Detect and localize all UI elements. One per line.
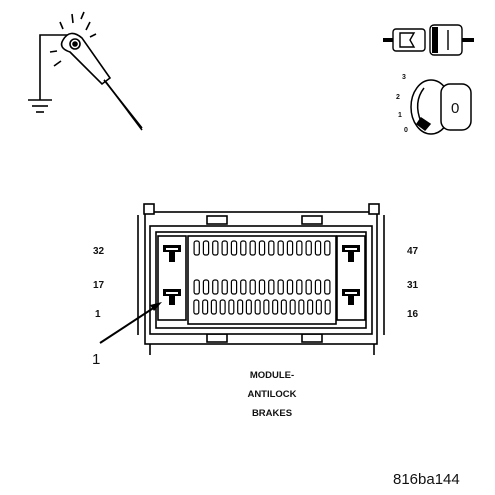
callout-leader xyxy=(99,302,162,344)
pin-cavity xyxy=(193,299,200,315)
pin-label-1: 1 xyxy=(95,309,101,320)
pin-cavity xyxy=(258,279,266,295)
ignition-key-icon xyxy=(410,79,472,135)
pin-cavity xyxy=(324,279,331,295)
pin-cavity xyxy=(221,240,228,256)
ignition-position-2: 2 xyxy=(396,94,400,101)
pin-cavity xyxy=(263,299,270,315)
ignition-position-0: 0 xyxy=(404,127,408,134)
pin-cavity xyxy=(298,299,305,315)
pin-cavity xyxy=(237,299,244,315)
pin-cavity xyxy=(240,240,247,256)
pin-label-16: 16 xyxy=(407,309,419,320)
pin-cavity xyxy=(221,279,228,295)
pin-label-17: 17 xyxy=(93,280,105,291)
pin-cavity xyxy=(324,299,331,315)
pin-cavity xyxy=(277,240,284,256)
pin-cavity xyxy=(202,279,210,295)
pin-cavity xyxy=(240,279,247,295)
pin-cavity xyxy=(324,240,331,256)
connector-disconnect-icon xyxy=(383,24,474,56)
pin-label-32: 32 xyxy=(93,246,105,257)
pin-cavity xyxy=(249,279,256,295)
pin-cavity xyxy=(258,240,266,256)
pin-label-47: 47 xyxy=(407,246,419,257)
test-light-probe-icon xyxy=(28,11,143,131)
pin-cavity xyxy=(193,279,200,295)
pin-cavity xyxy=(245,299,252,315)
pin-cavity xyxy=(296,279,303,295)
pin-cavity xyxy=(286,279,294,295)
pin-cavity xyxy=(286,240,294,256)
pin-cavity xyxy=(314,240,322,256)
pin-cavity xyxy=(307,299,314,315)
pin-cavity xyxy=(249,240,256,256)
caption-line-1: MODULE- xyxy=(250,370,294,381)
pin-cavity xyxy=(305,279,312,295)
pin-cavity xyxy=(289,299,296,315)
pin-cavity xyxy=(315,299,322,315)
ignition-position-1: 1 xyxy=(398,112,402,119)
pin-cavity xyxy=(219,299,226,315)
ignition-position-3: 3 xyxy=(402,74,406,81)
pin-cavity xyxy=(210,299,217,315)
callout-number: 1 xyxy=(92,351,100,368)
pin-cavity xyxy=(202,240,210,256)
pin-cavity xyxy=(305,240,312,256)
pin-cavity-grid xyxy=(193,240,331,315)
pin-cavity xyxy=(230,240,238,256)
pin-cavity xyxy=(296,240,303,256)
pin-label-31: 31 xyxy=(407,280,419,291)
pin-cavity xyxy=(277,279,284,295)
pin-cavity xyxy=(212,240,219,256)
reference-code: 816ba144 xyxy=(393,471,460,488)
caption-line-2: ANTILOCK xyxy=(247,389,296,400)
pin-cavity xyxy=(202,299,209,315)
pin-cavity xyxy=(280,299,287,315)
pin-cavity xyxy=(272,299,279,315)
pin-cavity xyxy=(230,279,238,295)
pin-cavity xyxy=(193,240,200,256)
pin-cavity xyxy=(268,279,275,295)
pin-cavity xyxy=(212,279,219,295)
pin-cavity xyxy=(268,240,275,256)
caption-line-3: BRAKES xyxy=(252,408,292,419)
pin-cavity xyxy=(254,299,261,315)
pin-cavity xyxy=(228,299,235,315)
key-face-label: 0 xyxy=(451,100,459,117)
pin-cavity xyxy=(314,279,322,295)
